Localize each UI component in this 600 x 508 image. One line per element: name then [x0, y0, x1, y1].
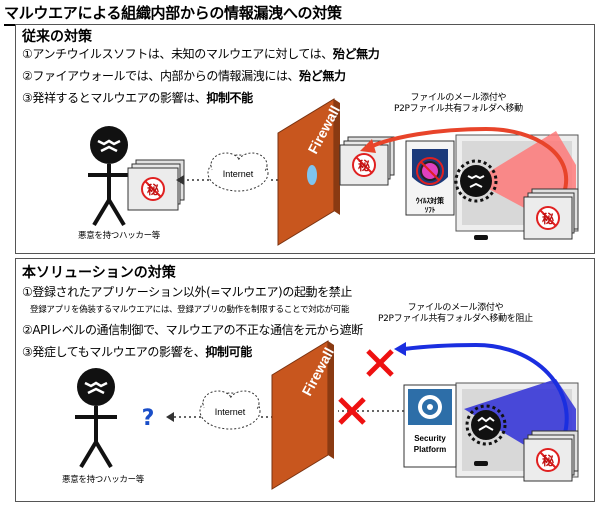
- security-platform-label-1: Security: [414, 434, 446, 443]
- security-platform-box: Security Platform: [403, 384, 457, 468]
- antivirus-label-1: ｳｲﾙｽ対策: [416, 196, 445, 205]
- block-cross-2: [338, 397, 366, 425]
- solution-panel: 本ソリューションの対策 ①登録されたアプリケーション以外(=マルウエア)の起動を…: [15, 258, 595, 502]
- svg-text:秘: 秘: [358, 158, 370, 173]
- solution-line-2: ②APIレベルの通信制御で、マルウエアの不正な通信を元から遮断: [22, 323, 363, 337]
- solution-line-1: ①登録されたアプリケーション以外(=マルウエア)の起動を禁止: [22, 285, 352, 299]
- internet-cloud: Internet: [207, 152, 269, 192]
- hacker-caption-2: 悪意を持つハッカー等: [62, 475, 145, 485]
- conventional-heading: 従来の対策: [22, 29, 92, 45]
- conventional-line-1: ①アンチウイルスソフトは、未知のマルウエアに対しては、殆ど無力: [22, 47, 380, 61]
- svg-text:秘: 秘: [542, 453, 554, 468]
- hacker-figure: [88, 126, 130, 227]
- solution-line-3: ③発症してもマルウエアの影響を、抑制可能: [22, 345, 252, 359]
- conventional-diagram: 秘 Internet Firewall 秘: [88, 98, 579, 246]
- secret-folders-source: 秘: [523, 188, 579, 240]
- solution-heading: 本ソリューションの対策: [22, 265, 176, 281]
- secret-mark: 秘: [147, 182, 159, 197]
- page-title: マルウエアによる組織内部からの情報漏洩への対策: [4, 2, 342, 26]
- hacker-figure-2: [75, 368, 117, 469]
- block-cross-1: [366, 349, 394, 377]
- conventional-line-2: ②ファイアウォールでは、内部からの情報漏洩には、殆ど無力: [22, 69, 346, 83]
- conventional-line-3: ③発祥するとマルウエアの影響は、抑制不能: [22, 91, 253, 105]
- firewall-wall: Firewall: [277, 98, 343, 246]
- antivirus-label-2: ｿﾌﾄ: [425, 206, 436, 214]
- internet-label-2: Internet: [215, 407, 246, 417]
- solution-diagram: ? Internet Firewall: [75, 340, 579, 490]
- secret-folders-protected: 秘: [523, 430, 579, 482]
- question-mark: ?: [142, 406, 155, 431]
- conventional-panel: 従来の対策 ①アンチウイルスソフトは、未知のマルウエアに対しては、殆ど無力 ②フ…: [15, 24, 595, 254]
- solution-subnote: 登録アプリを偽装するマルウエアには、登録アプリの動作を制限することで対応が可能: [30, 305, 350, 315]
- secret-folders-leaked: 秘: [339, 136, 395, 186]
- internet-cloud-2: Internet: [199, 390, 261, 430]
- security-platform-label-2: Platform: [414, 445, 446, 454]
- svg-text:秘: 秘: [542, 211, 554, 226]
- firewall-wall-2: Firewall: [271, 340, 337, 490]
- secret-folders-hacker: 秘: [127, 159, 185, 211]
- internet-label: Internet: [223, 169, 254, 179]
- hacker-caption: 悪意を持つハッカー等: [78, 231, 161, 241]
- antivirus-software-box: ｳｲﾙｽ対策 ｿﾌﾄ: [405, 140, 455, 216]
